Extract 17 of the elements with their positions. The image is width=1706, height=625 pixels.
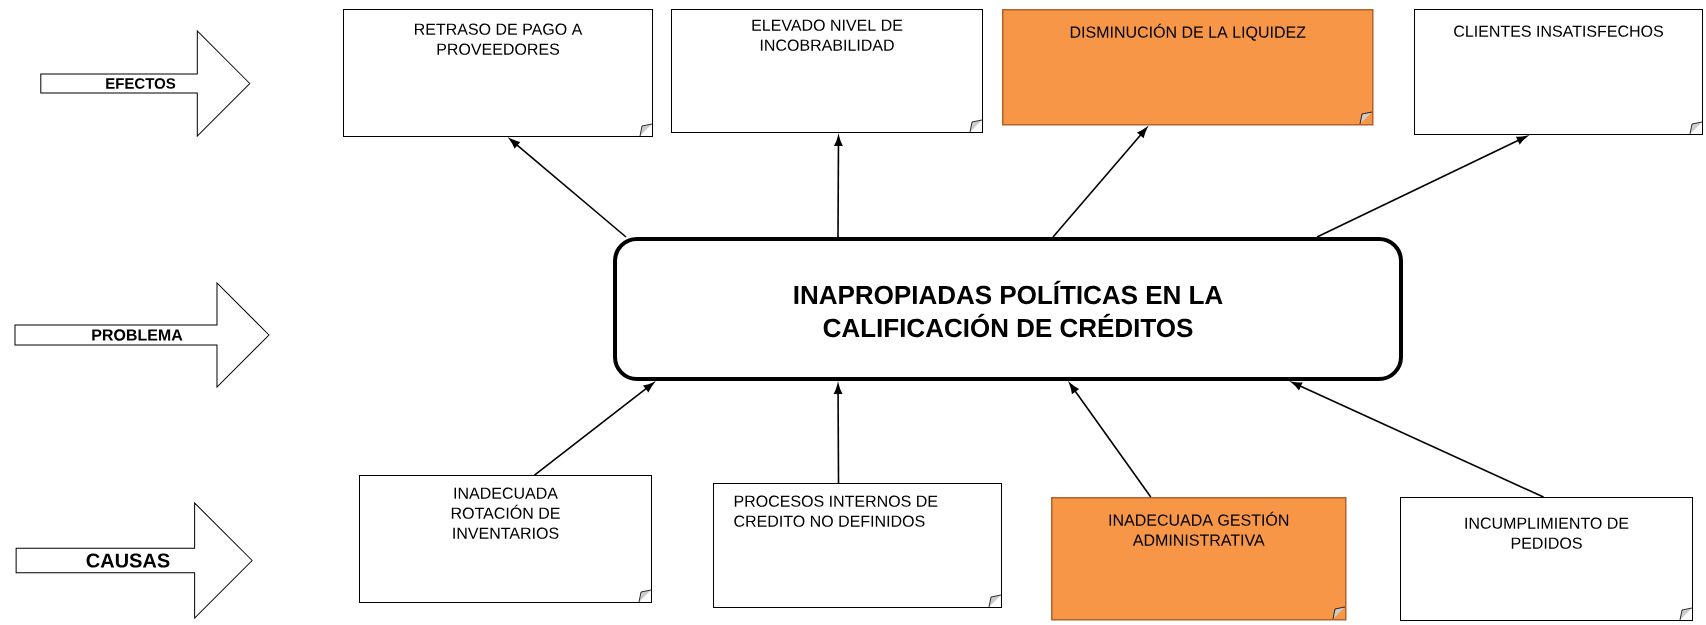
arrow [533, 382, 654, 476]
arrow [1291, 381, 1545, 498]
problem-box: INAPROPIADAS POLÍTICAS EN LA CALIFICACIÓN DE CRÉDITOS [613, 237, 1403, 381]
arrow [1069, 383, 1152, 498]
arrow [1316, 135, 1528, 238]
cause-note: INADECUADA ROTACIÓN DE INVENTARIOS [359, 475, 652, 603]
arrow [509, 138, 627, 238]
effect-note: RETRASO DE PAGO A PROVEEDORES [343, 9, 653, 137]
arrow [1052, 127, 1148, 238]
cause-note: INCUMPLIMIENTO DE PEDIDOS [1400, 497, 1693, 621]
arrow [834, 383, 843, 484]
cause-note: INADECUADA GESTIÓN ADMINISTRATIVA [1051, 497, 1347, 621]
effect-note: DISMINUCIÓN DE LA LIQUIDEZ [1002, 9, 1374, 126]
effect-note: ELEVADO NIVEL DE INCOBRABILIDAD [671, 9, 983, 133]
arrow [834, 135, 843, 238]
effect-note: CLIENTES INSATISFECHOS [1414, 9, 1703, 135]
cause-note: PROCESOS INTERNOS DE CREDITO NO DEFINIDOS [713, 483, 1002, 608]
